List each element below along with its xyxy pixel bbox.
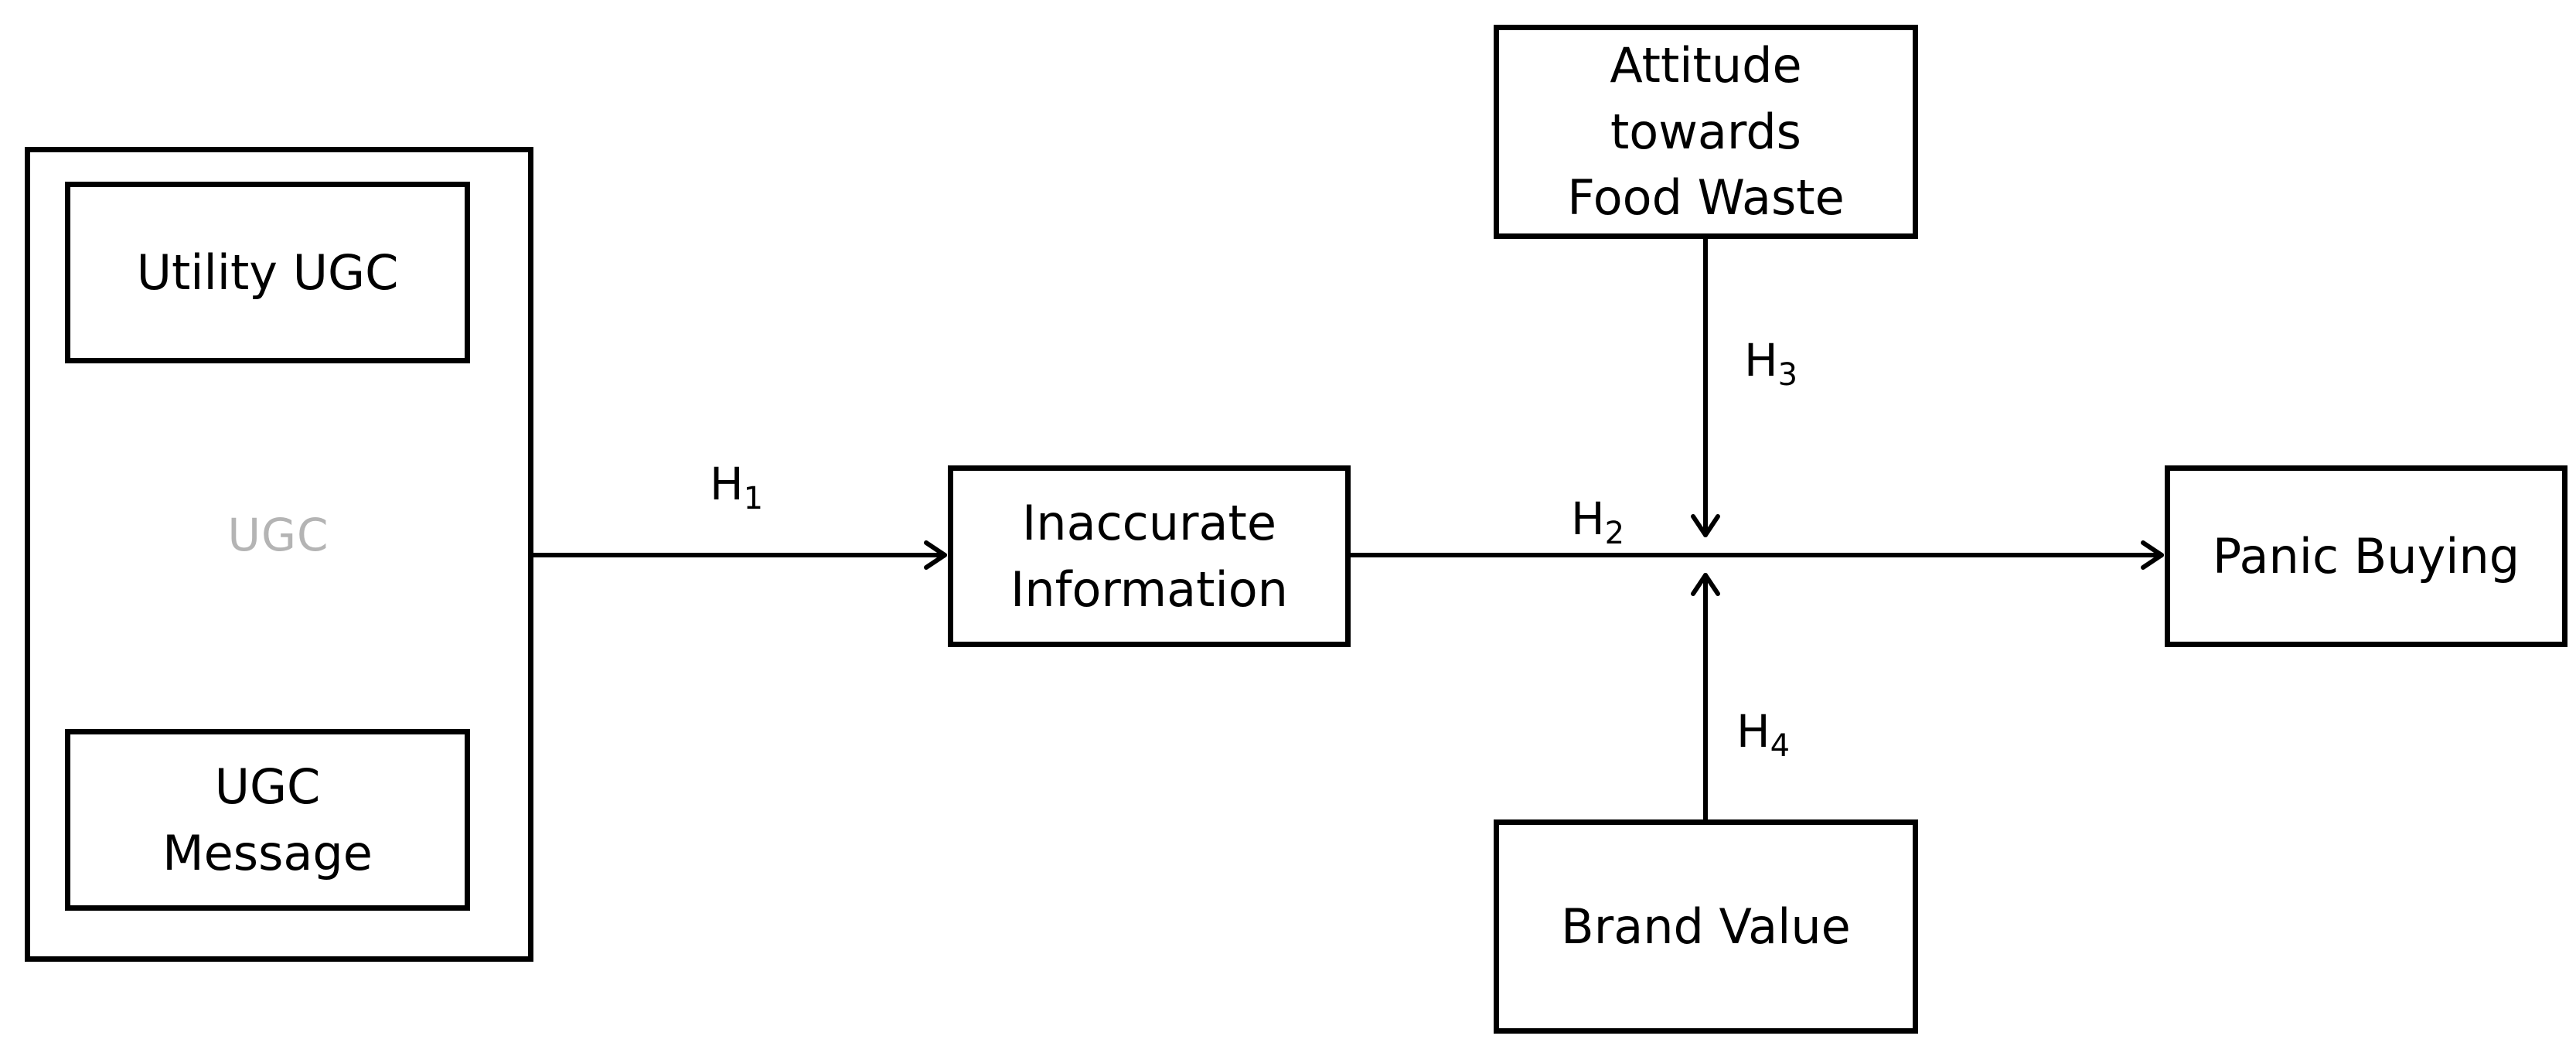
h3-label: H3 <box>1744 334 1798 393</box>
h1-arrowhead <box>924 540 947 570</box>
brand-value-label: Brand Value <box>1561 898 1851 955</box>
attitude-food-waste-box: Attitude towards Food Waste <box>1494 25 1918 239</box>
panic-buying-label: Panic Buying <box>2212 527 2520 584</box>
utility-ugc-box: Utility UGC <box>65 182 470 363</box>
ugc-group-label: UGC <box>227 509 329 561</box>
h4-label: H4 <box>1736 705 1791 764</box>
panic-buying-box: Panic Buying <box>2165 465 2567 647</box>
h3-arrowhead <box>1691 514 1720 537</box>
ugc-message-box: UGC Message <box>65 729 470 911</box>
inaccurate-information-line1: Inaccurate <box>1022 494 1276 551</box>
h4-arrowhead <box>1691 573 1720 596</box>
h1-label: H1 <box>710 458 764 516</box>
ugc-group-box <box>25 147 533 962</box>
attitude-line2: towards <box>1610 103 1801 160</box>
inaccurate-information-box: Inaccurate Information <box>948 465 1351 647</box>
brand-value-box: Brand Value <box>1494 819 1918 1034</box>
h2-arrowhead <box>2141 540 2164 570</box>
ugc-message-label-line2: Message <box>162 824 373 881</box>
inaccurate-information-line2: Information <box>1010 560 1288 618</box>
attitude-line1: Attitude <box>1610 37 1802 94</box>
attitude-line3: Food Waste <box>1567 169 1845 227</box>
utility-ugc-label: Utility UGC <box>136 244 399 301</box>
ugc-message-label-line1: UGC <box>214 758 321 815</box>
h2-label: H2 <box>1571 492 1625 551</box>
